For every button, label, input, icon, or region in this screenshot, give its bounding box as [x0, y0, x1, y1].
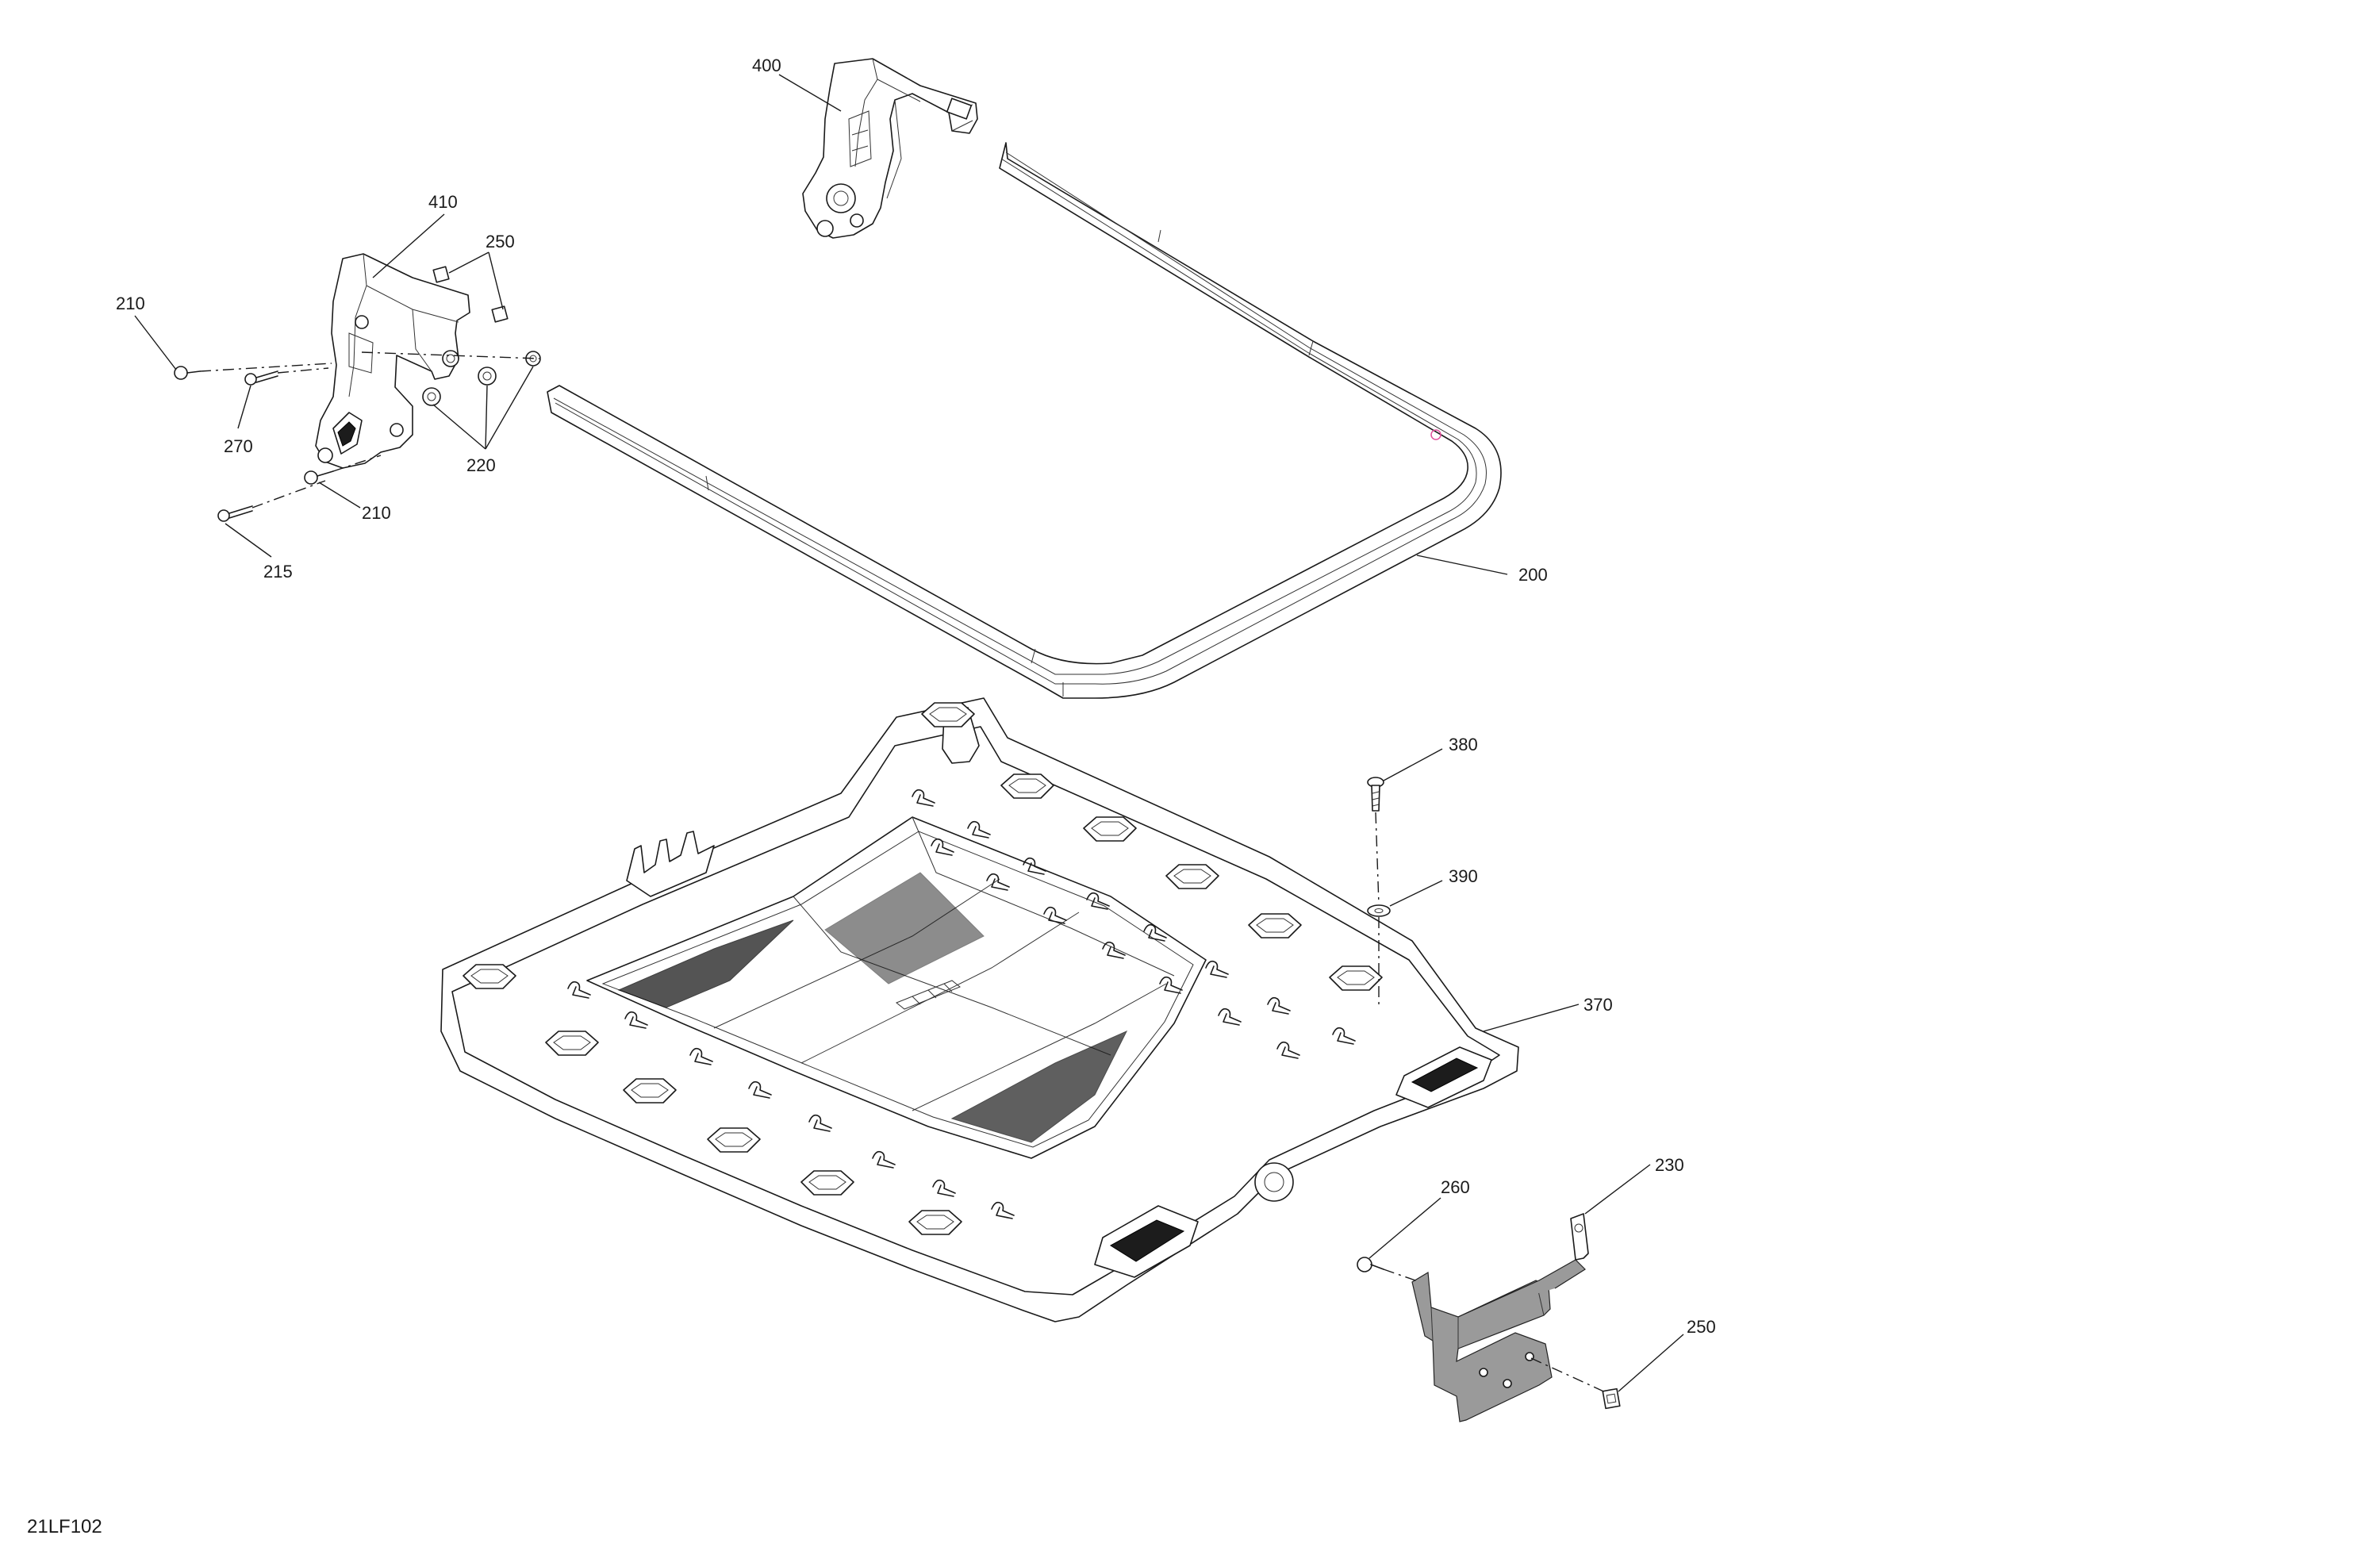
clip-nut-250-b: [491, 305, 509, 323]
callout-260: 260: [1441, 1177, 1470, 1197]
tie-down-pocket: [545, 1031, 599, 1056]
tie-down-hook: [1143, 923, 1167, 942]
part-410-hardware: [174, 266, 541, 522]
tie-down-pocket: [1165, 864, 1219, 889]
figure-code: 21LF102: [27, 1516, 102, 1537]
tie-down-hook: [1267, 996, 1291, 1015]
part-200-u-seal: [547, 142, 1502, 699]
part-260-screw: [1357, 1257, 1384, 1272]
tie-down-hook: [1205, 960, 1229, 978]
tie-down-hook: [689, 1047, 713, 1065]
tie-down-hook: [1043, 906, 1067, 924]
bolt-270: [244, 370, 278, 386]
tie-down-hook: [1218, 1008, 1242, 1026]
part-390-washer: [1367, 904, 1391, 917]
tie-down-hook: [808, 1114, 832, 1132]
tie-down-pocket: [623, 1078, 677, 1104]
tie-down-pocket: [1329, 965, 1383, 991]
part-370-cargo-rack: [440, 697, 1519, 1322]
callout-250-top: 250: [486, 232, 515, 251]
screw-210-a: [174, 366, 201, 380]
tie-down-pocket: [1083, 816, 1137, 842]
tie-down-hook: [1086, 892, 1110, 910]
part-410-side-bracket: [315, 253, 470, 469]
tie-down-pocket: [1000, 773, 1054, 799]
callout-400: 400: [752, 56, 781, 75]
nut-220-a: [478, 367, 497, 386]
tie-down-hook: [967, 820, 991, 839]
tie-down-hook: [932, 1179, 956, 1197]
tie-down-hook: [624, 1011, 648, 1029]
part-250-clip-nut-b: [1602, 1388, 1621, 1410]
tie-down-hook: [991, 1201, 1015, 1219]
callout-210-bottom: 210: [362, 503, 391, 523]
callout-labels: 400 410 250 210 270 220 210 215 200 380 …: [116, 56, 1716, 1337]
tie-down-pocket: [1248, 913, 1302, 938]
part-400-hinge-bracket: [802, 58, 978, 239]
callout-210-top: 210: [116, 294, 145, 313]
callout-370: 370: [1583, 995, 1613, 1015]
tie-down-pocket: [800, 1170, 854, 1196]
callout-410: 410: [428, 192, 458, 212]
rack-hooks: [567, 789, 1356, 1219]
tie-down-hook: [931, 838, 954, 856]
tie-down-hook: [872, 1150, 896, 1169]
rack-pockets: [463, 702, 1383, 1235]
bolt-215: [217, 505, 253, 522]
tie-down-pocket: [908, 1210, 962, 1235]
tie-down-hook: [1102, 941, 1126, 959]
callout-390: 390: [1449, 866, 1478, 886]
callout-250-bottom: 250: [1687, 1317, 1716, 1337]
clip-nut-250-a: [432, 266, 450, 283]
callout-270: 270: [224, 436, 253, 456]
tie-down-hook: [986, 873, 1010, 891]
tie-down-hook: [1159, 976, 1183, 994]
callout-200: 200: [1518, 565, 1548, 585]
tie-down-pocket: [707, 1127, 761, 1153]
tie-down-hook: [1276, 1041, 1300, 1059]
part-380-screw: [1367, 777, 1384, 812]
leader-lines: [134, 74, 1684, 1392]
tie-down-hook: [748, 1080, 772, 1099]
callout-380: 380: [1449, 735, 1478, 754]
tie-down-hook: [1332, 1027, 1356, 1045]
callout-220: 220: [466, 455, 496, 475]
tie-down-hook: [1023, 857, 1046, 875]
screw-210-b: [304, 470, 334, 485]
tie-down-hook: [567, 981, 591, 999]
nut-220-b: [422, 387, 441, 406]
tie-down-pocket: [463, 964, 516, 989]
part-230-mount-bracket: [1411, 1213, 1589, 1422]
callout-215: 215: [263, 562, 293, 582]
tie-down-pocket: [921, 702, 975, 727]
callout-230: 230: [1655, 1155, 1684, 1175]
tie-down-hook: [912, 789, 935, 807]
